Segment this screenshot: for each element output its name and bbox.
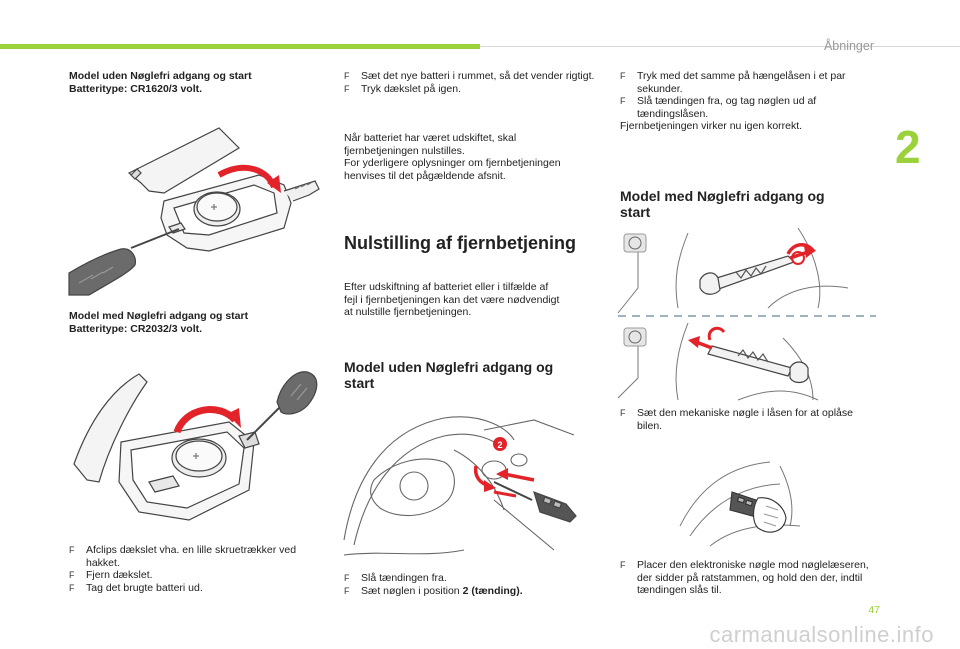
key-fob-battery-illustration-2 xyxy=(73,371,318,521)
key-fob-battery-illustration-1 xyxy=(68,127,320,296)
page-number: 47 xyxy=(868,604,880,616)
bullet-insert-new-battery: Sæt det nye batteri i rummet, så det ven… xyxy=(344,70,599,83)
bullet-remove-key: Slå tændingen fra, og tag nøglen ud af t… xyxy=(620,95,875,120)
col3-electronic-key-bullet: Placer den elektroniske nøgle mod nøglel… xyxy=(620,559,875,597)
mechanical-key-door-illustration xyxy=(617,227,876,401)
bullet-press-padlock: Tryk med det samme på hængelåsen i et pa… xyxy=(620,70,875,95)
bullet-remove-battery: Tag det brugte batteri ud. xyxy=(69,582,319,595)
chapter-number: 2 xyxy=(895,121,921,173)
reset-notice-paragraph: Når batteriet har været udskiftet, skal … xyxy=(344,132,561,182)
header-rule xyxy=(480,46,960,47)
bullet-unclip-cover: Afclips dækslet vha. en lille skruetrækk… xyxy=(69,544,319,569)
bullet-remove-cover: Fjern dækslet. xyxy=(69,569,319,582)
caption-model-with-keyless: Model med Nøglefri adgang og start Batte… xyxy=(69,310,249,335)
col2-battery-bullets: Sæt det nye batteri i rummet, så det ven… xyxy=(344,70,599,95)
watermark: carmanualsonline.info xyxy=(709,622,934,647)
heading-model-without-keyless: Model uden Nøglefri adgang og start xyxy=(344,359,554,391)
bullet-press-cover: Tryk dækslet på igen. xyxy=(344,83,599,96)
position-marker-2: 2 xyxy=(497,440,502,450)
reset-intro-paragraph: Efter udskiftning af batteriet eller i t… xyxy=(344,281,560,318)
bullet-insert-mechanical-key: Sæt den mekaniske nøgle i låsen for at o… xyxy=(620,407,875,432)
ignition-key-illustration: 2 xyxy=(343,416,577,556)
col3-mechanical-key-bullet: Sæt den mekaniske nøgle i låsen for at o… xyxy=(620,407,875,432)
bullet-insert-key-position: Sæt nøglen i position 2 (tænding). xyxy=(344,585,599,598)
heading-remote-reset: Nulstilling af fjernbetjening xyxy=(344,233,577,253)
chapter-title: Åbninger xyxy=(823,39,874,53)
bullet-ignition-off: Slå tændingen fra. xyxy=(344,572,599,585)
col1-instructions: Afclips dækslet vha. en lille skruetrækk… xyxy=(69,544,319,594)
col2-ignition-bullets: Slå tændingen fra. Sæt nøglen i position… xyxy=(344,572,599,597)
electronic-key-reader-illustration xyxy=(679,461,801,547)
caption-model-without-keyless: Model uden Nøglefri adgang og start Batt… xyxy=(69,70,252,95)
col3-top-instructions: Tryk med det samme på hængelåsen i et pa… xyxy=(620,70,875,133)
chapter-accent-bar xyxy=(0,44,480,49)
heading-model-with-keyless: Model med Nøglefri adgang og start xyxy=(620,188,825,220)
bullet-place-electronic-key: Placer den elektroniske nøgle mod nøglel… xyxy=(620,559,875,597)
remote-works-note: Fjernbetjeningen virker nu igen korrekt. xyxy=(620,120,803,132)
